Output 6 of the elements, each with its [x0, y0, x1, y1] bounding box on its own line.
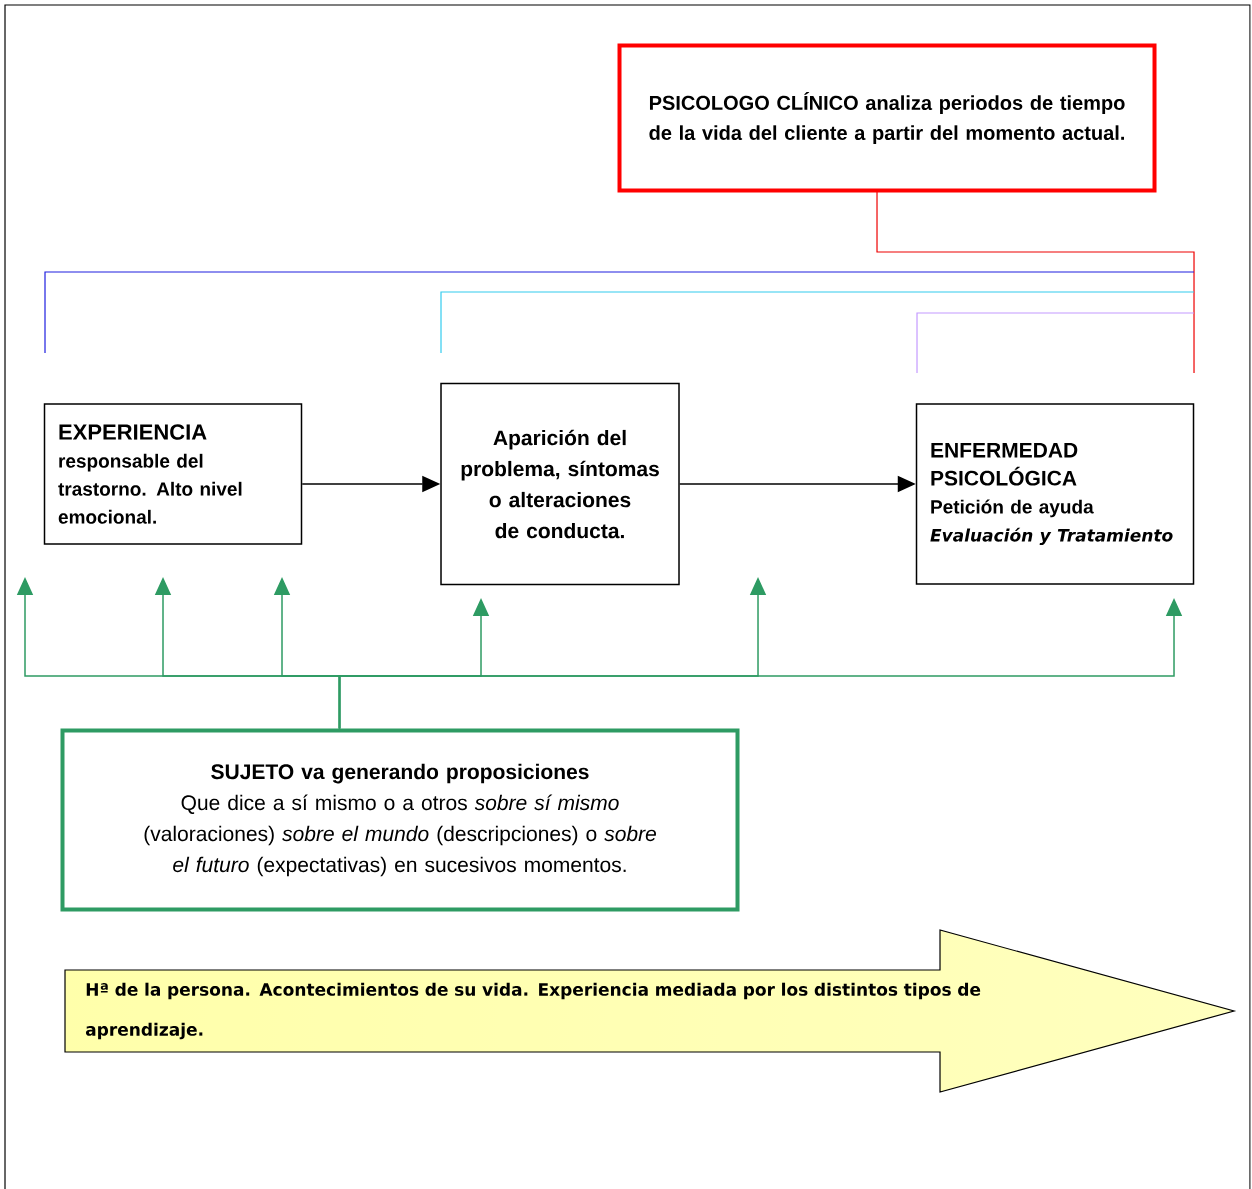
clinician-box: PSICOLOGO CLÍNICO analiza periodos de tiempo de la vida del cliente a partir del momento actual. — [617, 43, 1157, 193]
process-box: ENFERMEDAD PSICOLÓGICA Petición de ayuda Evaluación y Tratamiento — [915, 403, 1195, 585]
subject-box: SUJETO va generando proposiciones Que dice a sí mismo o a otros sobre sí mismo (valoraciones) sobre el mundo (descripciones) o sobre el futuro (expectativas) en sucesivos momentos. — [60, 728, 740, 912]
process-box: EXPERIENCIA responsable del trastorno. Alto nivel emocional. — [43, 403, 303, 545]
arrow-banner: Hª de la persona. Acontecimientos de su vida. Experiencia mediada por los distintos tipos de aprendizaje. — [64, 929, 1237, 1093]
process-box: Aparición del problema, síntomas o alteraciones de conducta. — [440, 382, 680, 586]
